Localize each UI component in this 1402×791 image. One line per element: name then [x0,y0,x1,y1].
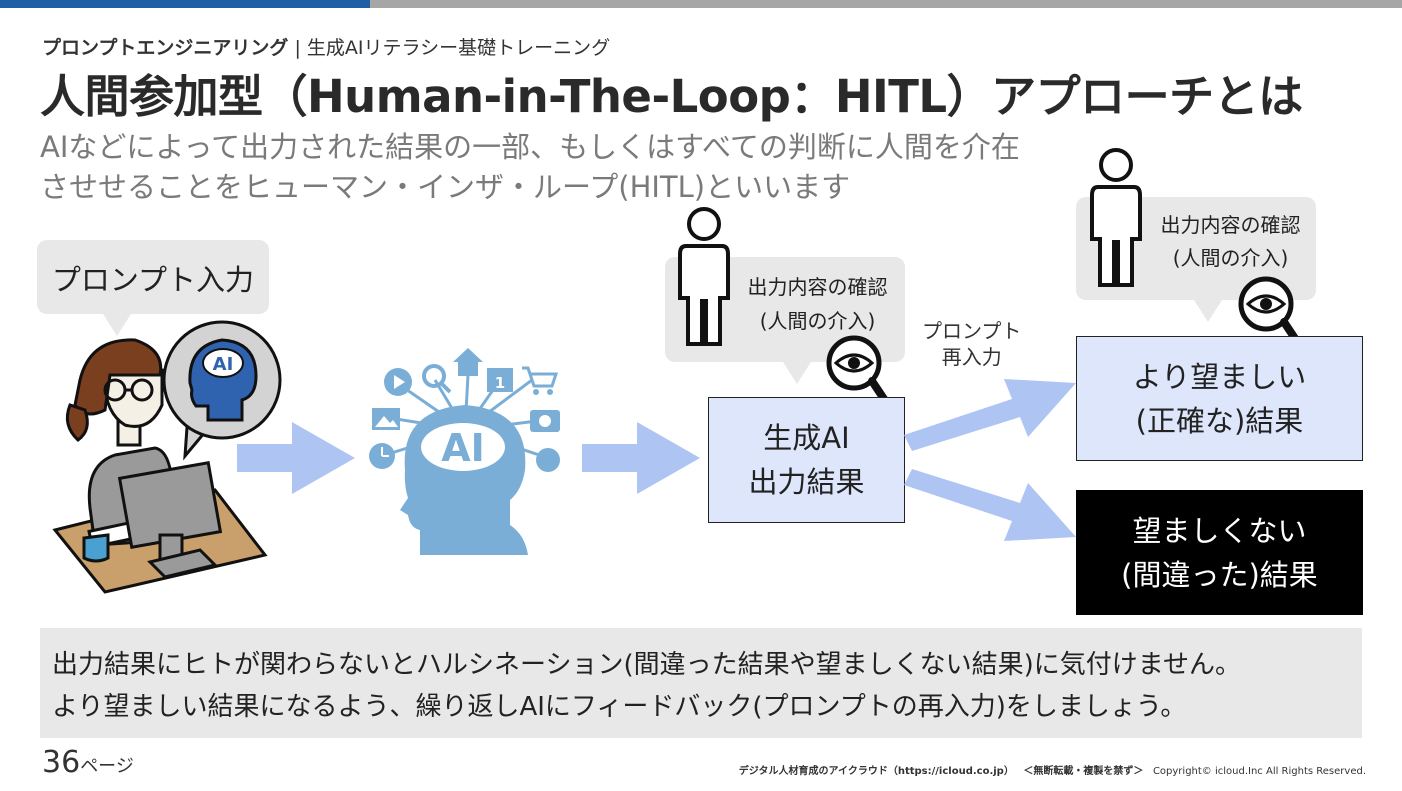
arrow-to-good-result [904,379,1076,451]
arrow-to-ai [237,422,355,494]
breadcrumb-series: 生成AIリテラシー基礎トレーニング [306,37,611,59]
ai-output-box: 生成AI 出力結果 [708,397,905,523]
calendar-number: 1 [495,374,505,392]
prompt-input-label: プロンプト入力 [51,263,255,297]
arrow-to-output [582,422,700,494]
check-2-line-1: 出力内容の確認 [1160,213,1301,237]
human-figure-1 [678,207,730,346]
page-number-value: 36 [42,745,81,780]
top-accent-bar [0,0,370,8]
ai-thought-bubble: AI [162,320,282,461]
bad-result-line-2: (間違った)結果 [1121,557,1318,592]
summary-box: 出力結果にヒトが関わらないとハルシネーション(間違った結果や望ましくない結果)に… [40,628,1362,738]
cart-icon [522,366,559,388]
page-number-suffix: ページ [80,756,134,777]
check-1-line-1: 出力内容の確認 [747,275,888,299]
ai-output-line-2: 出力結果 [748,465,865,499]
reinput-line-2: 再入力 [941,345,1002,369]
check-1-line-2: (人間の介入) [759,309,876,333]
ai-head-label: AI [441,426,485,470]
arrow-to-bad-result [904,469,1076,541]
summary-line-2: より望ましい結果になるよう、繰り返しAIにフィードバック(プロンプトの再入力)を… [52,692,1187,722]
eye-magnifier-icon-1 [826,335,892,409]
breadcrumb-course: プロンプトエンジニアリング [42,37,289,59]
check-2-line-2: (人間の介入) [1172,246,1289,270]
bad-result-box: 望ましくない (間違った)結果 [1076,490,1363,615]
prompt-reinput-label: プロンプト 再入力 [922,318,1021,370]
footer-company: デジタル人材育成のアイクラウド（https://icloud.co.jp） [738,766,1014,777]
reinput-line-1: プロンプト [922,319,1022,343]
subtitle-line-2: させせることをヒューマン・インザ・ループ(HITL)といいます [40,170,851,204]
subtitle-line-1: AIなどによって出力された結果の一部、もしくはすべての判断に人間を介在 [40,130,1020,164]
ai-badge-text: AI [213,354,234,375]
summary-line-1: 出力結果にヒトが関わらないとハルシネーション(間違った結果や望ましくない結果)に… [52,650,1241,680]
ai-output-line-1: 生成AI [763,421,850,455]
human-figure-2 [1090,148,1142,287]
footer-notice: ＜無断転載・複製を禁ず＞ [1023,766,1144,777]
ai-head-illustration: 1 AI [369,348,560,555]
footer: デジタル人材育成のアイクラウド（https://icloud.co.jp） ＜無… [739,762,1366,777]
bad-result-line-1: 望ましくない [1132,513,1307,548]
apple-icon [536,448,560,472]
top-gray-bar [370,0,1402,8]
footer-copyright: Copyright© icloud.Inc All Rights Reserve… [1152,766,1366,777]
page-number: 36ページ [42,745,134,780]
calendar-icon [487,368,513,392]
person-at-computer-illustration [52,338,268,594]
search-icon [422,364,446,388]
home-icon [453,348,483,376]
good-result-line-1: より望ましい [1132,359,1307,394]
good-result-line-2: (正確な)結果 [1135,403,1304,438]
breadcrumb-separator: | [288,37,307,59]
prompt-input-bubble: プロンプト入力 [37,240,269,336]
page-subtitle: AIなどによって出力された結果の一部、もしくはすべての判断に人間を介在 させせる… [40,127,1080,207]
good-result-box: より望ましい (正確な)結果 [1076,336,1363,461]
page-title: 人間参加型（Human-in-The-Loop：HITL）アプローチとは [40,70,1303,123]
breadcrumb: プロンプトエンジニアリング | 生成AIリテラシー基礎トレーニング [42,33,610,60]
